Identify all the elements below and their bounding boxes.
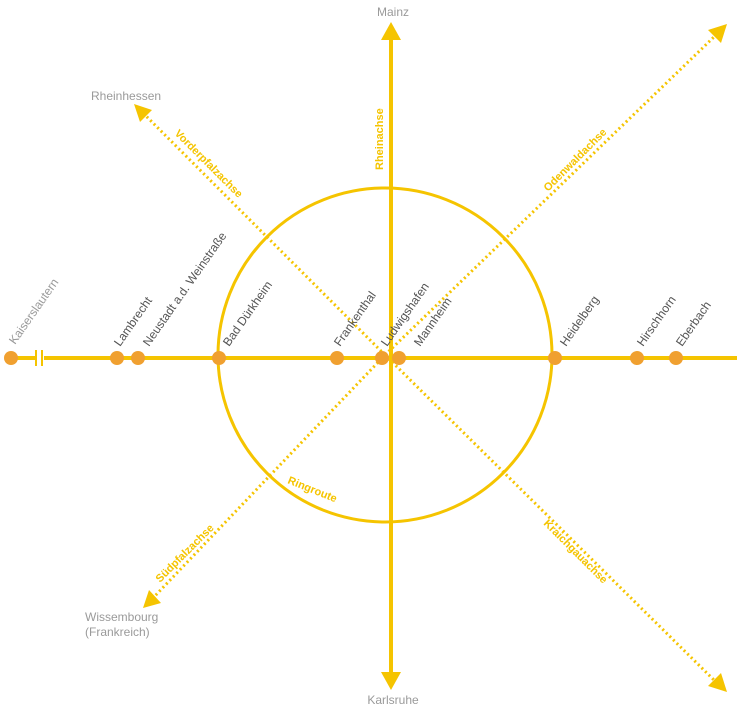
station-label: Eberbach: [673, 299, 714, 349]
station-dot: [630, 351, 644, 365]
arrow-northwest-icon: [134, 104, 152, 122]
station-dot: [330, 351, 344, 365]
station-dot: [131, 351, 145, 365]
station-label: Heidelberg: [557, 293, 602, 349]
axis-southwest-line: [151, 353, 387, 600]
axis-label-southeast: Kraichgauachse: [541, 518, 610, 587]
axis-label-ring: Ringroute: [286, 475, 339, 506]
station-dot-kaiserslautern: [4, 351, 18, 365]
place-label-north: Mainz: [377, 5, 409, 19]
place-label-south: Karlsruhe: [367, 693, 419, 707]
place-label-northwest: Rheinhessen: [91, 89, 161, 103]
station-dot: [548, 351, 562, 365]
axis-northwest-line: [141, 111, 387, 357]
arrow-southeast-icon: [708, 673, 727, 692]
axis-northeast-line: [383, 33, 718, 357]
station-dot: [392, 351, 406, 365]
arrow-north-icon: [381, 22, 401, 40]
axis-label-northeast: Odenwaldachse: [542, 126, 610, 194]
station-label: Bad Dürkheim: [220, 278, 275, 348]
station-dot: [669, 351, 683, 365]
station-dot: [375, 351, 389, 365]
station-dot: [110, 351, 124, 365]
place-label-west: Kaiserslautern: [6, 276, 61, 347]
station-label: Neustadt a.d. Weinstraße: [140, 229, 230, 349]
place-label-southwest-1: Wissembourg: [85, 610, 158, 624]
axis-label-southwest: Südpfalzachse: [154, 522, 217, 585]
axis-label-northwest: Vorderpfalzachse: [172, 128, 245, 201]
axis-label-vertical: Rheinachse: [374, 108, 386, 170]
arrow-south-icon: [381, 672, 401, 690]
station-dot: [212, 351, 226, 365]
place-label-southwest-2: (Frankreich): [85, 625, 150, 639]
arrow-northeast-icon: [708, 24, 727, 43]
arrow-southwest-icon: [143, 590, 161, 608]
